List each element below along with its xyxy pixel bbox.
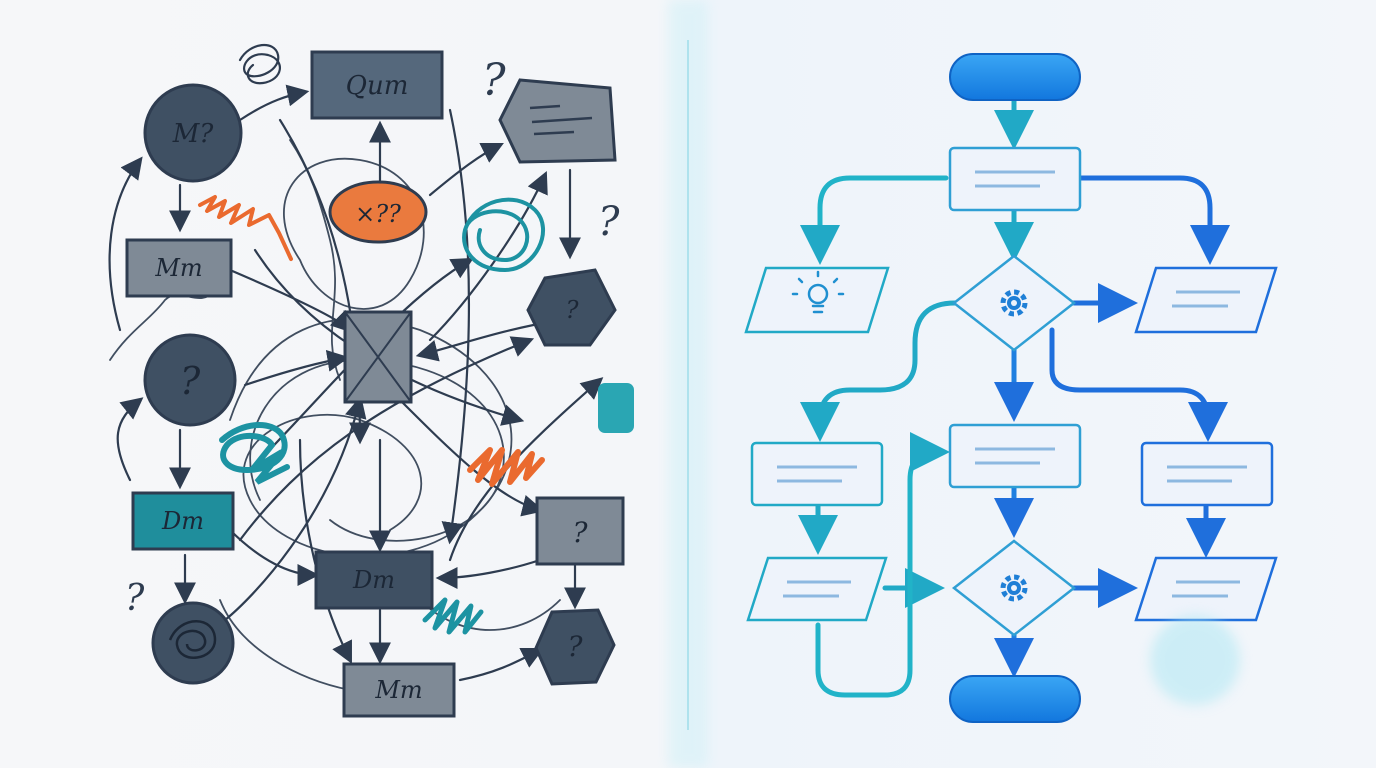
glow-accent xyxy=(1150,615,1240,705)
sketch-rect-node: Qum xyxy=(310,50,444,120)
teal-scribble xyxy=(462,197,546,273)
sketch-circle-node xyxy=(151,601,235,685)
flow-process-box xyxy=(948,423,1082,489)
flow-decision-diamond xyxy=(951,539,1077,637)
question-mark: ? xyxy=(598,199,620,245)
flow-process-box xyxy=(948,146,1082,212)
panel-divider xyxy=(668,0,708,768)
chaotic-sketch: M? Qum Mm ×?? ? ? xyxy=(108,44,634,718)
flow-start-terminal xyxy=(949,53,1081,101)
teal-scribble xyxy=(422,597,484,635)
ink-scribble xyxy=(238,44,281,85)
sketch-label: Mm xyxy=(154,254,202,282)
sketch-hexagon-node: ? xyxy=(534,608,616,686)
sketch-rect-node: Mm xyxy=(342,662,456,718)
sketch-hexagon-node: ? xyxy=(526,268,617,347)
orange-scribble xyxy=(467,447,545,487)
sketch-label: Dm xyxy=(161,507,204,535)
teal-scribble xyxy=(219,421,290,485)
sketch-circle-node: ? xyxy=(143,333,237,427)
sketch-label: ×?? xyxy=(355,200,401,228)
teal-blob xyxy=(598,383,634,433)
flow-process-box xyxy=(1140,441,1274,507)
sketch-label: ? xyxy=(566,296,579,324)
flow-connectors xyxy=(798,97,1230,698)
flow-process-box xyxy=(750,441,884,507)
sketch-label: M? xyxy=(172,119,215,149)
gear-icon xyxy=(1000,574,1028,602)
sketch-label: Qum xyxy=(346,71,409,101)
sketch-square-node xyxy=(343,310,413,404)
clean-flowchart xyxy=(744,53,1278,723)
flow-output-parallelogram xyxy=(1134,266,1278,334)
sketch-label: ? xyxy=(180,359,201,403)
flow-input-parallelogram xyxy=(746,556,888,622)
sketch-label: ? xyxy=(567,630,583,663)
flow-decision-diamond xyxy=(951,254,1077,352)
sketch-rect-node: Dm xyxy=(314,550,434,610)
sketch-label: ? xyxy=(572,516,588,549)
sketch-rect-node: ? xyxy=(535,496,625,566)
sketch-circle-node: M? xyxy=(143,83,243,183)
flow-input-parallelogram xyxy=(744,266,890,334)
sketch-rect-node: Mm xyxy=(125,238,233,298)
question-mark: ? xyxy=(125,578,145,619)
sketch-pentagon-node xyxy=(498,78,617,164)
sketch-label: Dm xyxy=(352,566,395,594)
flow-output-parallelogram xyxy=(1134,556,1278,622)
lightbulb-icon xyxy=(791,270,845,314)
orange-scribble xyxy=(198,195,293,261)
flow-end-terminal xyxy=(949,675,1081,723)
gear-icon xyxy=(1000,289,1028,317)
sketch-label: Mm xyxy=(374,676,422,704)
question-mark: ? xyxy=(482,55,506,106)
sketch-rect-node: Dm xyxy=(131,491,235,551)
sketch-oval-node: ×?? xyxy=(328,180,428,244)
